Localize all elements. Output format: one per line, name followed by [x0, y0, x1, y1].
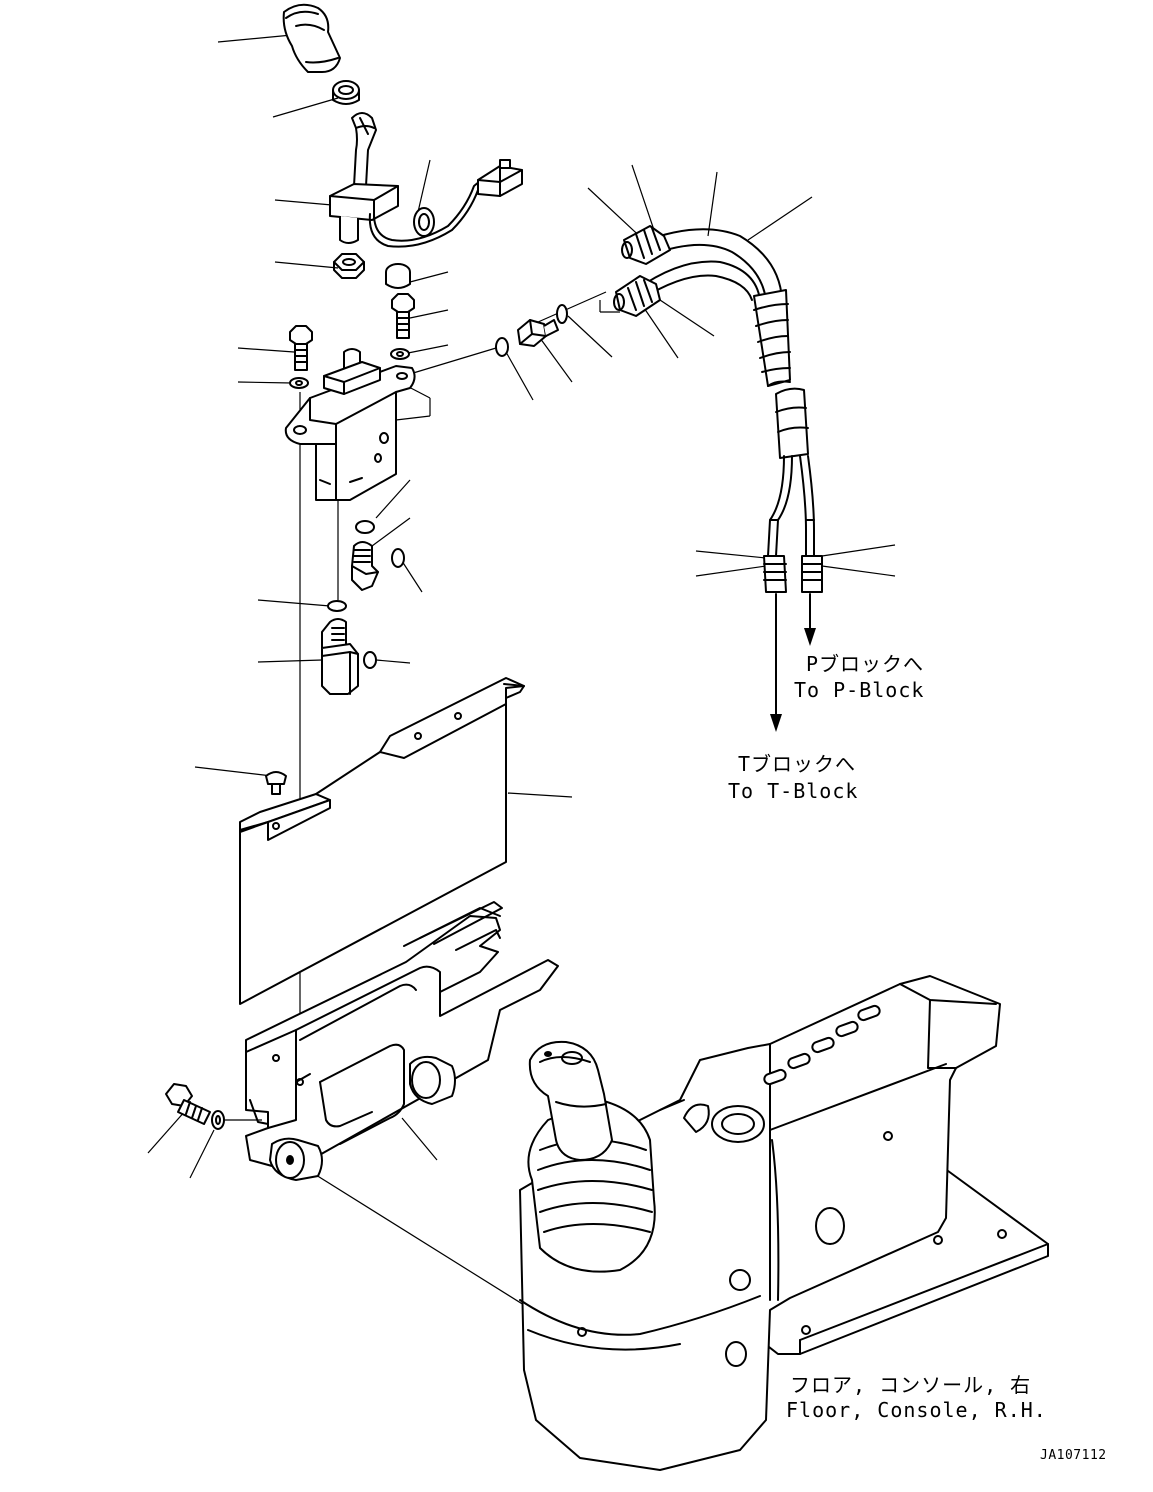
bolt-bottom: [165, 1083, 211, 1125]
adapter-fitting: [517, 319, 559, 347]
o-ring-3: [327, 600, 347, 612]
lever-base-plate: [329, 183, 399, 244]
leader-lines: [147, 34, 896, 1179]
bracket: [245, 901, 559, 1167]
o-ring-1: [355, 520, 375, 534]
bolt-right: [391, 293, 415, 339]
lock-nut: [332, 80, 360, 105]
hose-assembly: [613, 225, 823, 593]
washer-right: [390, 348, 410, 360]
p-block-label-jp: Pブロックへ: [806, 652, 925, 676]
console-label-jp: フロア, コンソール, 右: [790, 1373, 1032, 1397]
console-label-en: Floor, Console, R.H.: [786, 1398, 1047, 1422]
o-ring-4: [363, 651, 377, 669]
arrow-p-block: [804, 593, 816, 646]
lever-shaft: [351, 112, 377, 187]
o-ring-6: [556, 304, 568, 324]
drawing-code: JA107112: [1040, 1448, 1107, 1463]
washer-bottom: [211, 1110, 225, 1130]
o-ring-2: [391, 548, 405, 568]
valve-body: [284, 348, 416, 501]
wire-connector: [477, 159, 523, 197]
rubber-bumper-1: [269, 1137, 323, 1181]
p-block-label-en: To P-Block: [794, 678, 925, 702]
lever-knob: [282, 3, 341, 73]
tee-fitting: [321, 618, 359, 695]
cover-plate: [239, 677, 525, 1005]
switch-wire: [368, 175, 491, 248]
screw: [265, 771, 287, 795]
t-block-label-jp: Tブロックへ: [738, 752, 857, 776]
hex-nut: [333, 253, 365, 279]
washer-left: [289, 377, 309, 389]
arrow-t-block: [770, 593, 782, 732]
dust-cap: [385, 263, 411, 289]
rubber-bumper-2: [409, 1055, 456, 1105]
floor-console: [519, 975, 1049, 1471]
bolt-left: [289, 325, 313, 371]
o-ring-5: [495, 337, 509, 357]
t-block-label-en: To T-Block: [728, 779, 859, 803]
elbow-fitting: [351, 541, 379, 591]
